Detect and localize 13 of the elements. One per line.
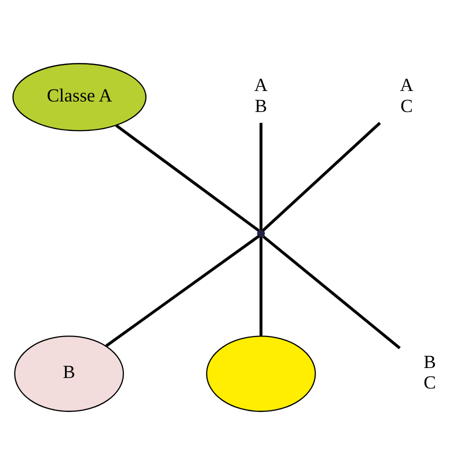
node-dot (257, 229, 265, 237)
node-ellipse (206, 335, 316, 412)
connector (115, 124, 260, 232)
node-ellipse: Classe A (12, 62, 147, 131)
node-text: A B (254, 74, 268, 116)
connector (260, 236, 262, 336)
connector (262, 121, 381, 232)
node-text: A C (400, 74, 414, 116)
node-ellipse: B (14, 335, 124, 412)
connector (260, 122, 262, 230)
node-text: B C (424, 351, 436, 392)
connector (262, 234, 401, 349)
connector (105, 234, 260, 347)
